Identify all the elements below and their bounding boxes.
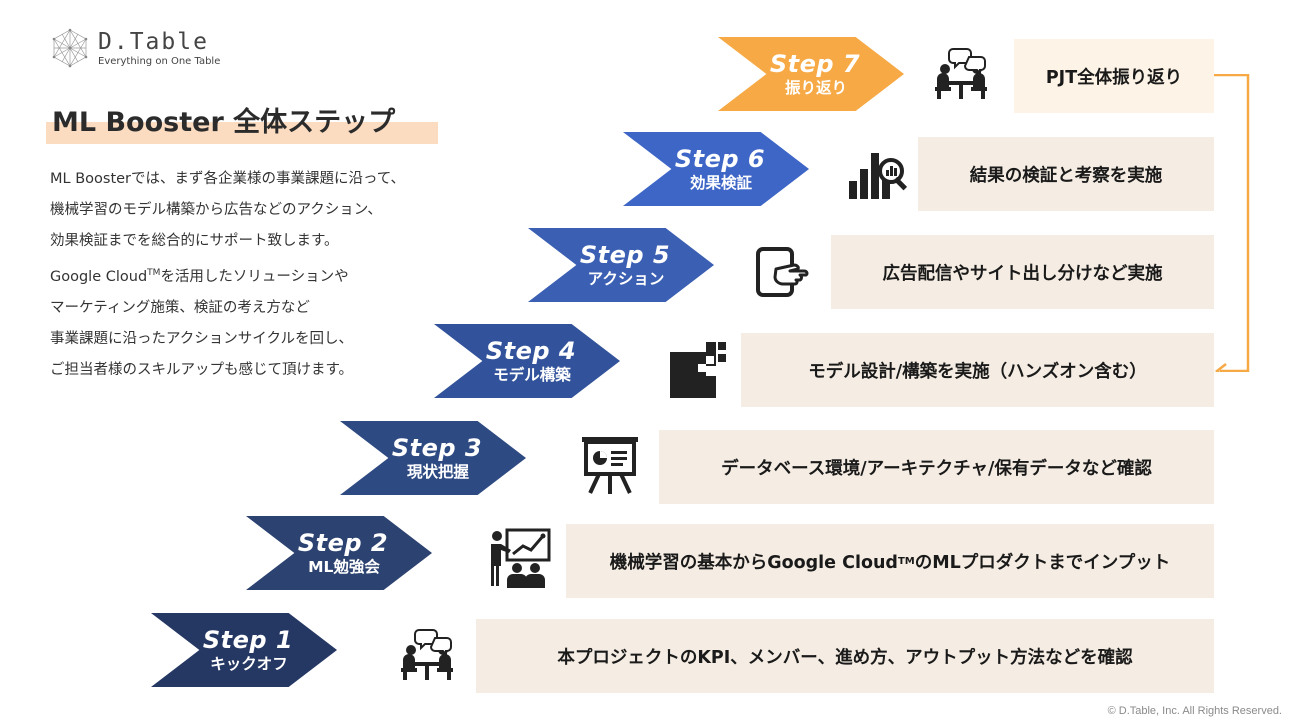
trademark-mark: TM (897, 555, 915, 567)
copyright-footer: © D.Table, Inc. All Rights Reserved. (1107, 705, 1282, 717)
step-2-chevron: Step 2 ML勉強会 (246, 516, 432, 590)
step-5-task: 広告配信やサイト出し分けなど実施 (831, 235, 1214, 309)
company-logo: D.Table Everything on One Table (50, 28, 220, 68)
trademark-mark: TM (147, 268, 161, 278)
step-number: Step 5 (579, 241, 671, 269)
step-7-task: PJT全体振り返り (1014, 39, 1214, 113)
network-logo-icon (52, 28, 88, 68)
title-highlight (46, 122, 438, 144)
projector-board-icon (578, 433, 642, 497)
desc-line: 機械学習のモデル構築から広告などのアクション、 (50, 202, 382, 218)
chart-search-icon (845, 141, 909, 205)
logo-tagline: Everything on One Table (98, 55, 221, 67)
step-3-chevron: Step 3 現状把握 (340, 421, 526, 495)
step-label: 振り返り (784, 79, 847, 97)
desc-line: ご担当者様のスキルアップも感じて頂けます。 (50, 361, 354, 378)
description-para-1: ML Boosterでは、まず各企業様の事業課題に沿って、 機械学習のモデル構築… (50, 164, 450, 257)
desc-line: Google CloudTMを活用したソリューションや (50, 258, 450, 293)
step-1-task: 本プロジェクトのKPI、メンバー、進め方、アウトプット方法などを確認 (476, 619, 1214, 693)
model-blocks-icon (666, 338, 730, 402)
desc-line: 効果検証までを総合的にサポート致します。 (50, 233, 339, 249)
step-number: Step 2 (297, 529, 389, 557)
step-label: 効果検証 (689, 174, 752, 192)
tablet-touch-icon (752, 239, 816, 303)
step-6-task: 結果の検証と考察を実施 (918, 137, 1214, 211)
presentation-chart-icon (487, 526, 551, 590)
step-4-task: モデル設計/構築を実施（ハンズオン含む） (741, 333, 1214, 407)
desc-line: ML Boosterでは、まず各企業様の事業課題に沿って、 (50, 171, 406, 187)
desc-line-rest: を活用したソリューションや (160, 268, 349, 285)
step-label: 現状把握 (406, 463, 469, 481)
step-label: モデル構築 (493, 366, 571, 384)
step-6-chevron: Step 6 効果検証 (623, 132, 809, 206)
step-4-chevron: Step 4 モデル構築 (434, 324, 620, 398)
step-7-chevron: Step 7 振り返り (718, 37, 904, 111)
step-3-task: データベース環境/アーキテクチャ/保有データなど確認 (659, 430, 1214, 504)
step-number: Step 6 (674, 145, 766, 173)
step-label: ML勉強会 (308, 558, 380, 576)
step-2-task-text: 機械学習の基本からGoogle Cloud (609, 552, 898, 573)
logo-name: D.Table (98, 28, 209, 55)
step-label: キックオフ (210, 655, 288, 673)
step-2-task-text-rest: のMLプロダクトまでインプット (914, 552, 1171, 573)
page-title-block: ML Booster 全体ステップ (46, 100, 438, 146)
step-number: Step 1 (202, 626, 294, 654)
step-1-chevron: Step 1 キックオフ (151, 613, 337, 687)
page-title: ML Booster 全体ステップ (52, 107, 396, 138)
step-label: アクション (587, 270, 665, 288)
meeting-icon (395, 624, 459, 688)
description-para-2: Google CloudTMを活用したソリューションや マーケティング施策、検証… (50, 258, 450, 386)
loop-back-arrow (1214, 74, 1250, 372)
desc-line: 事業課題に沿ったアクションサイクルを回し、 (50, 330, 354, 347)
desc-line: マーケティング施策、検証の考え方など (50, 299, 310, 316)
step-number: Step 4 (485, 337, 577, 365)
step-number: Step 3 (391, 434, 483, 462)
google-cloud-text: Google Cloud (50, 268, 148, 285)
meeting-icon (929, 43, 993, 107)
step-5-chevron: Step 5 アクション (528, 228, 714, 302)
step-number: Step 7 (769, 50, 861, 78)
